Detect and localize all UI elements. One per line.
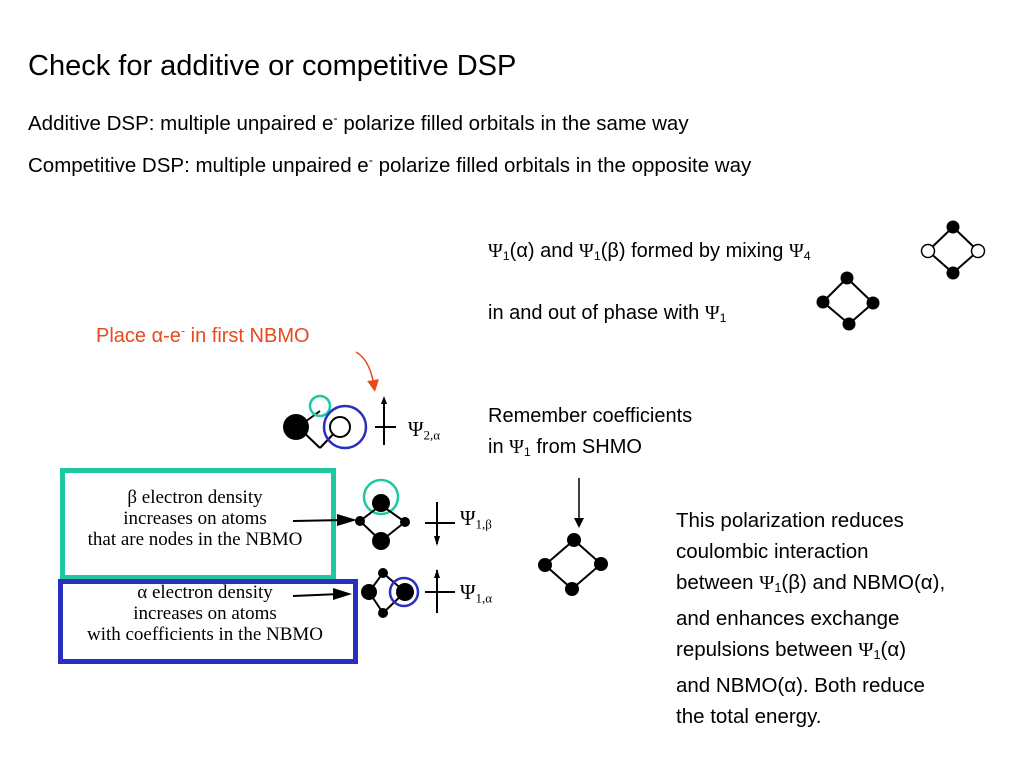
psi4-atom-left: [920, 243, 936, 259]
psi-1-alpha-label: Ψ1,α: [460, 580, 493, 606]
alpha-density-text: α electron density increases on atoms wi…: [86, 582, 324, 645]
beta-box-arrow: [292, 519, 346, 522]
psi2-lobe-large: [283, 414, 309, 440]
psi-formed-line: Ψ1(α) and Ψ1(β) formed by mixing Ψ4: [488, 240, 811, 264]
psi2-teal-circle: [308, 394, 332, 418]
place-alpha-label: Place α-e- in first NBMO: [96, 323, 310, 347]
in-out-phase-line: in and out of phase with Ψ1: [488, 302, 727, 326]
remember-coefficients-note: Remember coefficients in Ψ1 from SHMO: [488, 405, 693, 460]
psi2-blue-circle: [322, 404, 368, 450]
polarization-paragraph: This polarization reduces coulombic inte…: [676, 509, 946, 729]
psi1-alpha-orbital: [361, 568, 455, 618]
psi4-atom-top: [946, 220, 960, 234]
psi1-beta-orbital: [355, 478, 455, 550]
psi4-orbital-diagram: [920, 220, 986, 280]
additive-dsp-line: Additive DSP: multiple unpaired e- polar…: [28, 110, 689, 135]
psi2-alpha-orbital: [283, 394, 396, 450]
shmo-orbital-diagram: [538, 533, 608, 596]
beta-density-box: [60, 468, 336, 580]
page-title: Check for additive or competitive DSP: [28, 50, 517, 82]
place-alpha-arrow: [355, 351, 380, 392]
psi-2-alpha-label: Ψ2,α: [408, 417, 441, 443]
alpha-density-box: [58, 579, 358, 664]
psi1-orbital-diagram: [816, 271, 880, 331]
beta-density-text: β electron density increases on atoms th…: [87, 487, 303, 550]
psi4-atom-bottom: [946, 266, 960, 280]
psi-1-beta-label: Ψ1,β: [460, 506, 492, 532]
alpha-box-arrow: [292, 593, 341, 597]
competitive-dsp-line: Competitive DSP: multiple unpaired e- po…: [28, 152, 752, 177]
psi4-atom-right: [970, 243, 986, 259]
